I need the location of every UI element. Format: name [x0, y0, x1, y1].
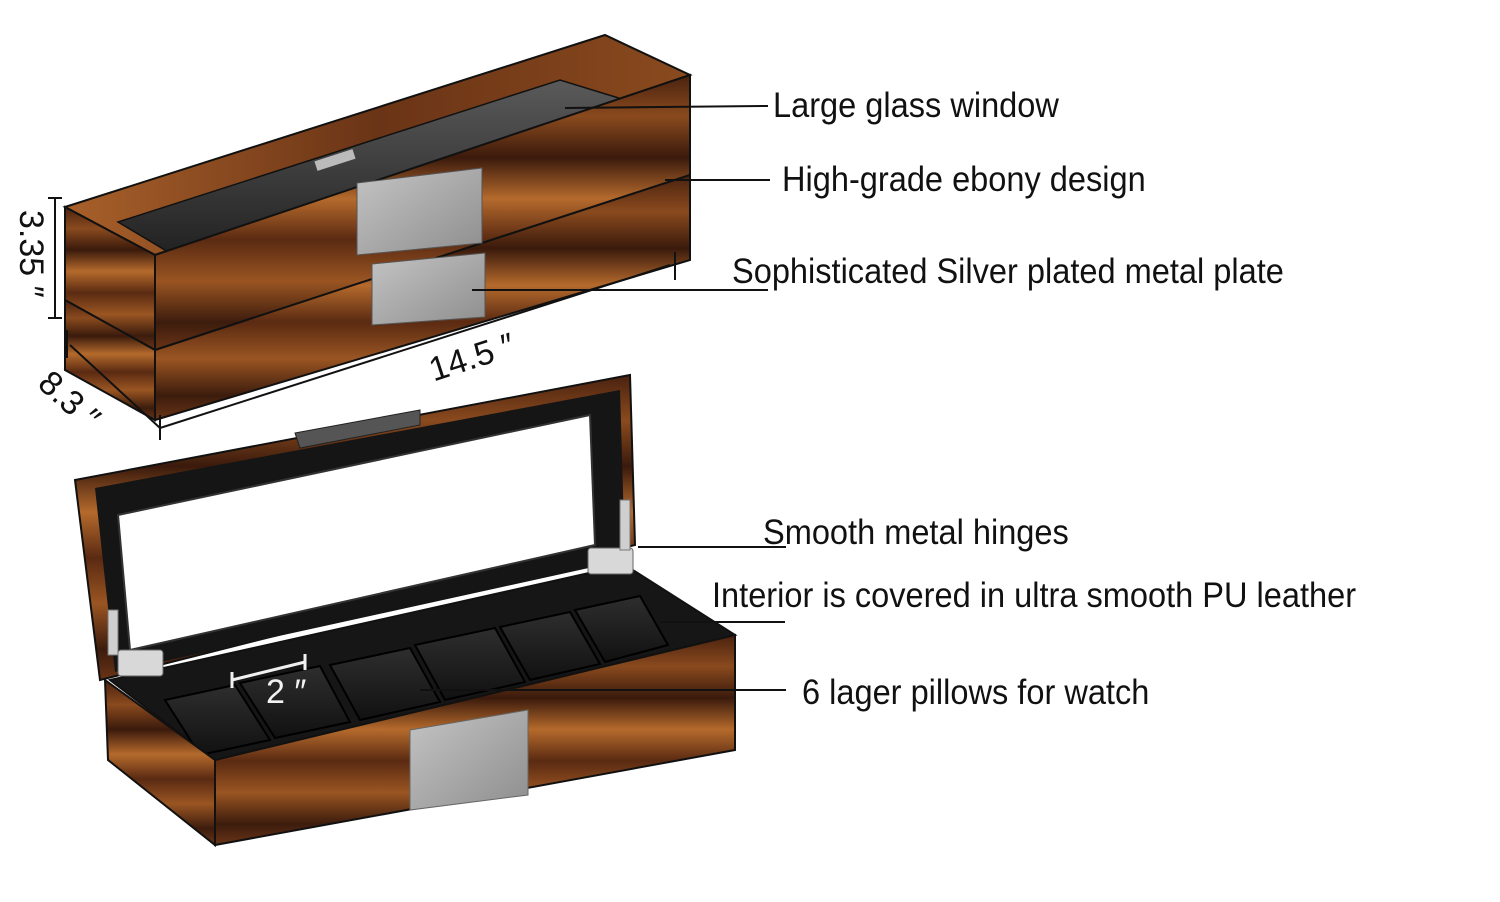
- dimension-pillow-width: 2 ″: [266, 673, 307, 711]
- leader-lines: [420, 105, 786, 691]
- top-metal-clasp: [356, 167, 483, 256]
- left-hinge-icon: [117, 649, 164, 677]
- callout-metal-plate: Sophisticated Silver plated metal plate: [732, 252, 1284, 291]
- callout-glass-window: Large glass window: [773, 86, 1059, 125]
- callout-ebony-design: High-grade ebony design: [782, 160, 1146, 199]
- hinges: [107, 499, 634, 677]
- callout-pu-leather: Interior is covered in ultra smooth PU l…: [712, 576, 1357, 615]
- dimension-height: 3.35 ″: [12, 210, 50, 298]
- front-metal-plate: [371, 252, 486, 326]
- watch-pillows: [163, 594, 670, 757]
- right-hinge-icon: [587, 547, 634, 575]
- pillow-width-marker: [230, 654, 307, 688]
- glass-window: [116, 413, 597, 652]
- front-metal-plate-open: [409, 709, 529, 811]
- closed-watch-box: [62, 33, 693, 422]
- open-watch-box: [73, 373, 738, 848]
- callout-metal-hinges: Smooth metal hinges: [763, 513, 1069, 552]
- brand-tag: [314, 149, 356, 171]
- dimension-lines: [48, 197, 676, 440]
- callout-watch-pillows: 6 lager pillows for watch: [802, 673, 1150, 712]
